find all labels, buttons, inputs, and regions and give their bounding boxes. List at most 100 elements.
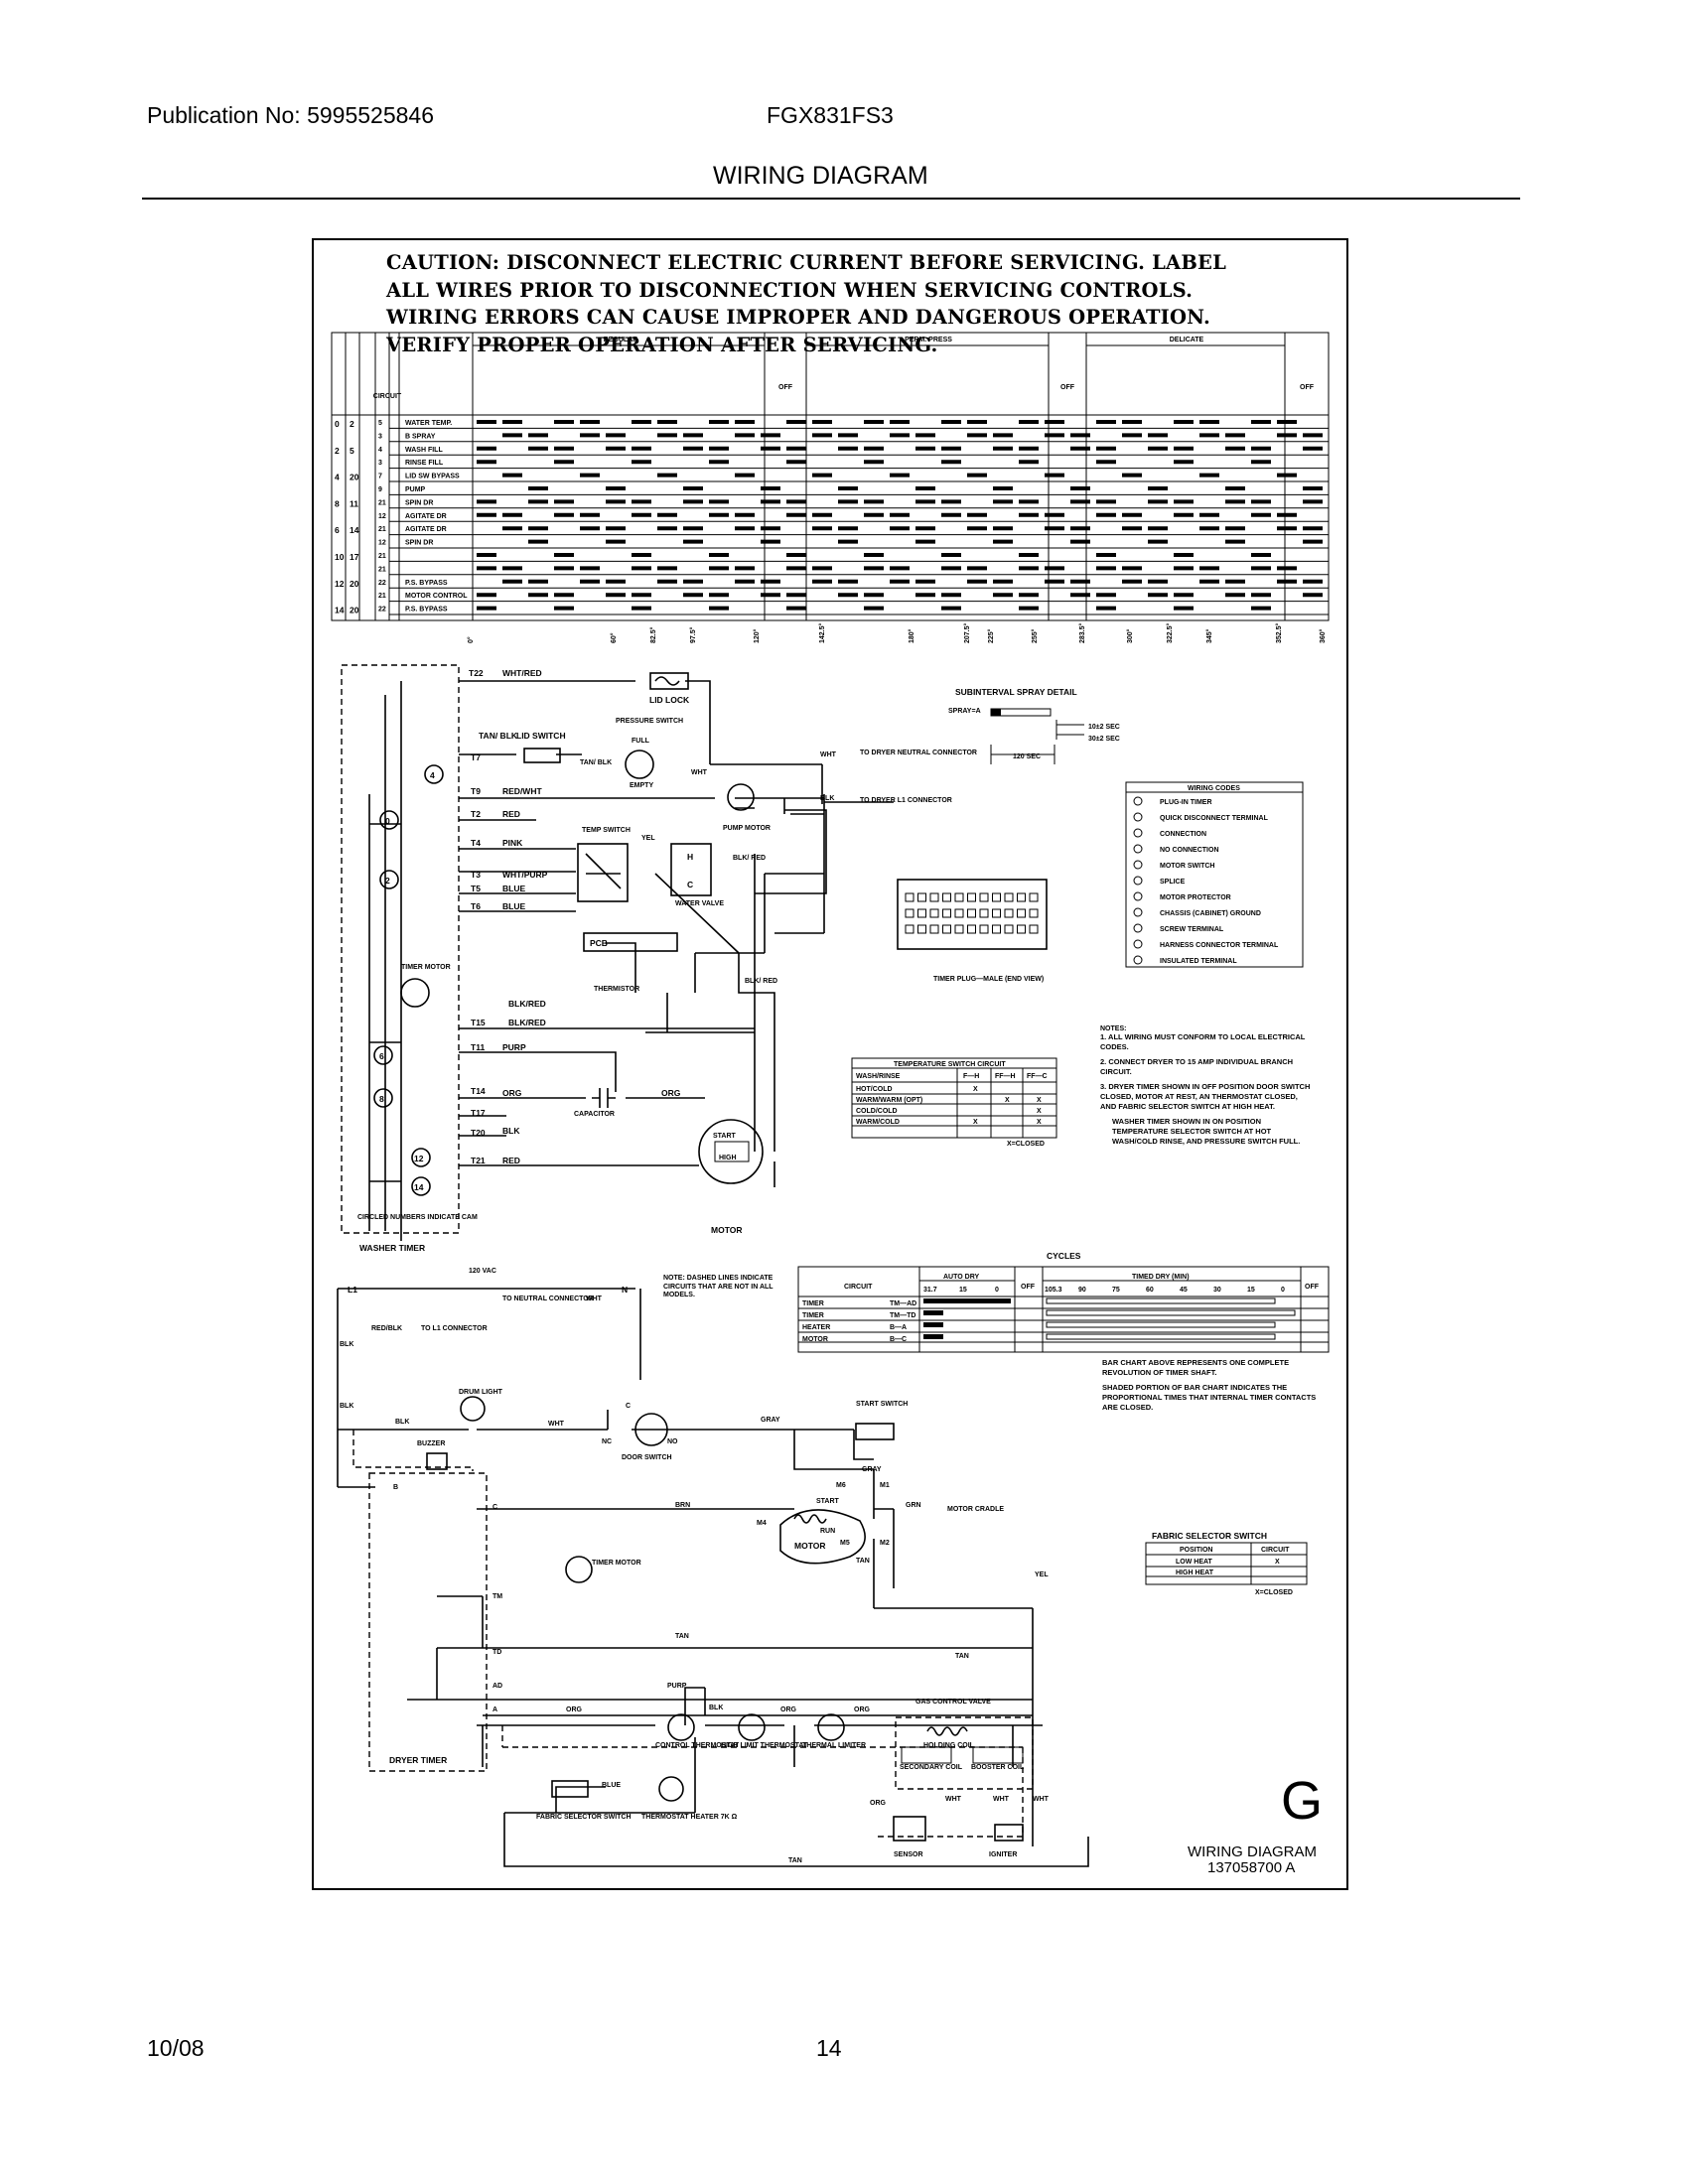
- cam-pair-b-0: 2: [350, 419, 354, 429]
- label-m4: M4: [757, 1520, 767, 1527]
- cam-12: 12: [414, 1154, 424, 1163]
- plug-pin: [1029, 924, 1039, 934]
- cycle-off-3: OFF: [1300, 384, 1315, 391]
- cam-pair-a-6: 12: [335, 579, 345, 589]
- plug-pin: [942, 924, 951, 934]
- temp-cell-2-3: X: [1037, 1108, 1042, 1115]
- label-dryer-motor: MOTOR: [794, 1541, 825, 1551]
- cam-0: 0: [385, 816, 390, 826]
- timed-tick-4: 45: [1180, 1287, 1188, 1294]
- label-no: NO: [667, 1438, 678, 1445]
- cycle-circuit-8: AGITATE DR: [405, 526, 447, 533]
- temp-table-title: TEMPERATURE SWITCH CIRCUIT: [894, 1061, 1006, 1068]
- fabric-row-low-x: X: [1275, 1559, 1280, 1566]
- cam-6: 6: [379, 1051, 384, 1061]
- cycle-circuit-9: SPIN DR: [405, 540, 433, 547]
- degree-mark-2: 82.5°: [649, 626, 657, 643]
- dryer-row-bar-auto: [923, 1334, 943, 1339]
- label-t9: T9: [471, 786, 481, 796]
- label-timer-motor-dryer: TIMER MOTOR: [592, 1560, 641, 1567]
- label-washer-motor: MOTOR: [711, 1225, 742, 1235]
- plug-pin: [905, 892, 914, 902]
- code-item-8: SCREW TERMINAL: [1160, 926, 1224, 933]
- cycle-group-delicate: DELICATE: [1170, 337, 1204, 343]
- label-full: FULL: [632, 738, 650, 745]
- secondary-coil: [901, 1746, 952, 1764]
- dryer-off-2: OFF: [1305, 1284, 1320, 1291]
- caution-line-3: WIRING ERRORS CAN CAUSE IMPROPER AND DAN…: [386, 306, 1210, 329]
- cycle-terminal-8: 21: [378, 526, 386, 533]
- label-yel: YEL: [641, 835, 655, 842]
- degree-mark-3: 97.5°: [689, 626, 697, 643]
- label-door-switch: DOOR SWITCH: [622, 1454, 672, 1461]
- label-capacitor: CAPACITOR: [574, 1111, 615, 1118]
- fabric-table: [1145, 1542, 1308, 1585]
- dryer-row-bar-timed: [1046, 1297, 1276, 1304]
- code-symbol-2: [1133, 828, 1143, 838]
- temp-header-0: WASH/RINSE: [856, 1073, 901, 1080]
- label-blue: BLUE: [502, 884, 525, 893]
- label-lid-lock: LID LOCK: [649, 695, 690, 705]
- label-t4: T4: [471, 838, 481, 848]
- diagram-frame: [312, 238, 1348, 1890]
- label-wht-d4: WHT: [993, 1796, 1010, 1803]
- dryer-schematic: 120 VAC L1 N TO NEUTRAL CONNECTOR WHT RE…: [337, 1268, 1308, 1867]
- cam-14: 14: [414, 1182, 424, 1192]
- label-pink: PINK: [502, 838, 523, 848]
- degree-mark-10: 283.5°: [1078, 622, 1086, 643]
- code-symbol-8: [1133, 923, 1143, 933]
- note-1: 1. ALL WIRING MUST CONFORM TO LOCAL ELEC…: [1100, 1032, 1306, 1051]
- degree-mark-9: 255°: [1031, 628, 1039, 643]
- cam-pair-a-7: 14: [335, 606, 345, 615]
- dryer-circuit-header: CIRCUIT: [844, 1284, 873, 1291]
- label-blk-l1: BLK: [820, 795, 834, 802]
- label-brn: BRN: [675, 1502, 690, 1509]
- cycle-terminal-11: 21: [378, 566, 386, 573]
- footer-page-number: 14: [816, 2035, 842, 2061]
- label-start-d: START: [816, 1498, 840, 1505]
- control-thermostat: [667, 1713, 695, 1741]
- label-a: A: [492, 1706, 497, 1713]
- degree-mark-13: 345°: [1205, 628, 1213, 643]
- label-blk-d3: BLK: [395, 1419, 409, 1426]
- label-wht-purp: WHT/PURP: [502, 870, 548, 880]
- label-org: ORG: [502, 1088, 522, 1098]
- cycle-terminal-2: 4: [378, 447, 382, 454]
- temp-switch: [577, 843, 629, 902]
- spray-on-time: 10±2 SEC: [1088, 724, 1120, 731]
- label-blue-2: BLUE: [502, 901, 525, 911]
- fabric-row-high: HIGH HEAT: [1176, 1570, 1214, 1576]
- sensor: [893, 1816, 926, 1842]
- dashed-note: NOTE: DASHED LINES INDICATE CIRCUITS THA…: [663, 1275, 773, 1298]
- label-l1: L1: [348, 1285, 357, 1295]
- code-item-1: QUICK DISCONNECT TERMINAL: [1160, 815, 1269, 822]
- timed-tick-6: 15: [1247, 1287, 1255, 1294]
- spray-detail-title: SUBINTERVAL SPRAY DETAIL: [955, 687, 1077, 697]
- cycle-terminal-0: 5: [378, 420, 382, 427]
- label-purp-d: PURP: [667, 1683, 687, 1690]
- cycle-circuit-5: PUMP: [405, 486, 426, 493]
- cycle-terminal-7: 12: [378, 513, 386, 520]
- washer-timer-label: WASHER TIMER: [359, 1243, 425, 1253]
- water-valve: [670, 843, 712, 896]
- cycle-circuit-7: AGITATE DR: [405, 513, 447, 520]
- dryer-cycle-table: CYCLES CIRCUIT AUTO DRY TIMED DRY (MIN) …: [797, 1251, 1330, 1412]
- fabric-table-title: FABRIC SELECTOR SWITCH: [1152, 1531, 1267, 1541]
- lid-switch: [523, 748, 561, 763]
- label-t15: T15: [471, 1018, 486, 1027]
- cycle-terminal-1: 3: [378, 433, 382, 440]
- timed-tick-1: 90: [1078, 1287, 1086, 1294]
- label-start: START: [713, 1133, 737, 1140]
- auto-tick-2: 0: [995, 1287, 999, 1294]
- cam-pair-a-5: 10: [335, 552, 345, 562]
- spray-detail: SUBINTERVAL SPRAY DETAIL SPRAY=A 10±2 SE…: [948, 687, 1120, 760]
- model-number: FGX831FS3: [767, 102, 894, 128]
- gas-control-valve: [895, 1716, 1034, 1790]
- label-blue-d: BLUE: [602, 1782, 621, 1789]
- dryer-timed-dry: TIMED DRY (MIN): [1132, 1274, 1190, 1281]
- label-t6: T6: [471, 901, 481, 911]
- label-water-valve: WATER VALVE: [675, 900, 724, 907]
- timer-plug: [897, 879, 1048, 950]
- code-item-7: CHASSIS (CABINET) GROUND: [1160, 910, 1261, 917]
- cam-pair-a-4: 6: [335, 525, 340, 535]
